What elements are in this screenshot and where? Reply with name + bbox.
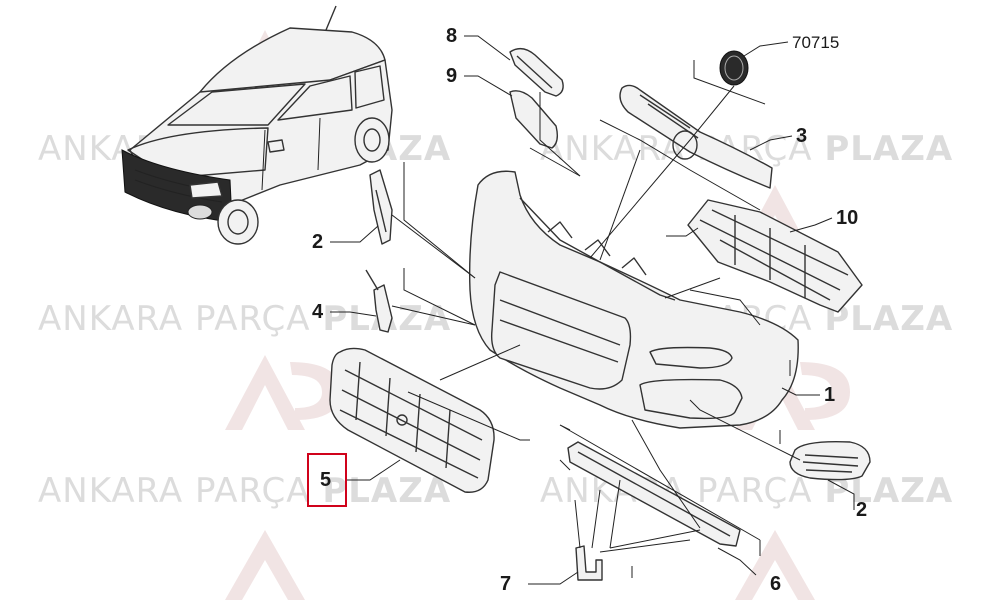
watermark-text: PARÇA <box>195 471 311 511</box>
watermark-text: PLAZA <box>322 471 451 511</box>
part-5-lower-grille <box>329 347 495 493</box>
part-9-trim <box>509 90 559 149</box>
part-8-trim <box>509 47 564 97</box>
part-2-fog-cover <box>789 440 871 481</box>
part-7-clip <box>575 545 603 581</box>
svg-text:ANKARA PARÇA PLAZA: ANKARA PARÇA PLAZA <box>38 299 451 339</box>
leader-lines <box>330 35 855 585</box>
part-70715-emblem <box>719 50 749 86</box>
watermark-text: PLAZA <box>824 129 953 169</box>
part-2-side-bracket <box>369 169 393 245</box>
callout-3: 3 <box>796 125 807 147</box>
callout-labels: 8 9 70715 3 10 2 4 1 5 2 7 6 <box>307 25 867 595</box>
callout-2-top: 2 <box>312 231 323 253</box>
watermark-text: PARÇA <box>697 471 813 511</box>
watermark-text: ANKARA <box>540 129 685 169</box>
watermark-text: PLAZA <box>824 299 953 339</box>
callout-4: 4 <box>312 301 324 323</box>
part-1-bumper <box>468 170 799 429</box>
callout-70715: 70715 <box>792 33 839 52</box>
callout-2-bottom: 2 <box>856 499 867 521</box>
svg-text:ANKARA PARÇA PLAZA: ANKARA PARÇA PLAZA <box>38 471 451 511</box>
car-illustration <box>121 5 393 245</box>
watermark-text: PARÇA <box>195 299 311 339</box>
callout-8: 8 <box>446 25 457 47</box>
callout-5-highlight-box <box>307 453 347 507</box>
part-10-absorber <box>687 199 863 313</box>
callout-1: 1 <box>824 384 835 406</box>
watermark-logo-icon <box>225 355 340 430</box>
svg-text:ANKARA PARÇA PLAZA: ANKARA PARÇA PLAZA <box>540 129 953 169</box>
callout-9: 9 <box>446 65 457 87</box>
watermark-text: ANKARA <box>38 471 183 511</box>
watermark-text: ANKARA <box>38 299 183 339</box>
callout-5: 5 <box>320 469 331 491</box>
callout-7: 7 <box>500 573 511 595</box>
part-4-bracket <box>373 284 393 333</box>
callout-6: 6 <box>770 573 781 595</box>
callout-10: 10 <box>836 207 858 229</box>
